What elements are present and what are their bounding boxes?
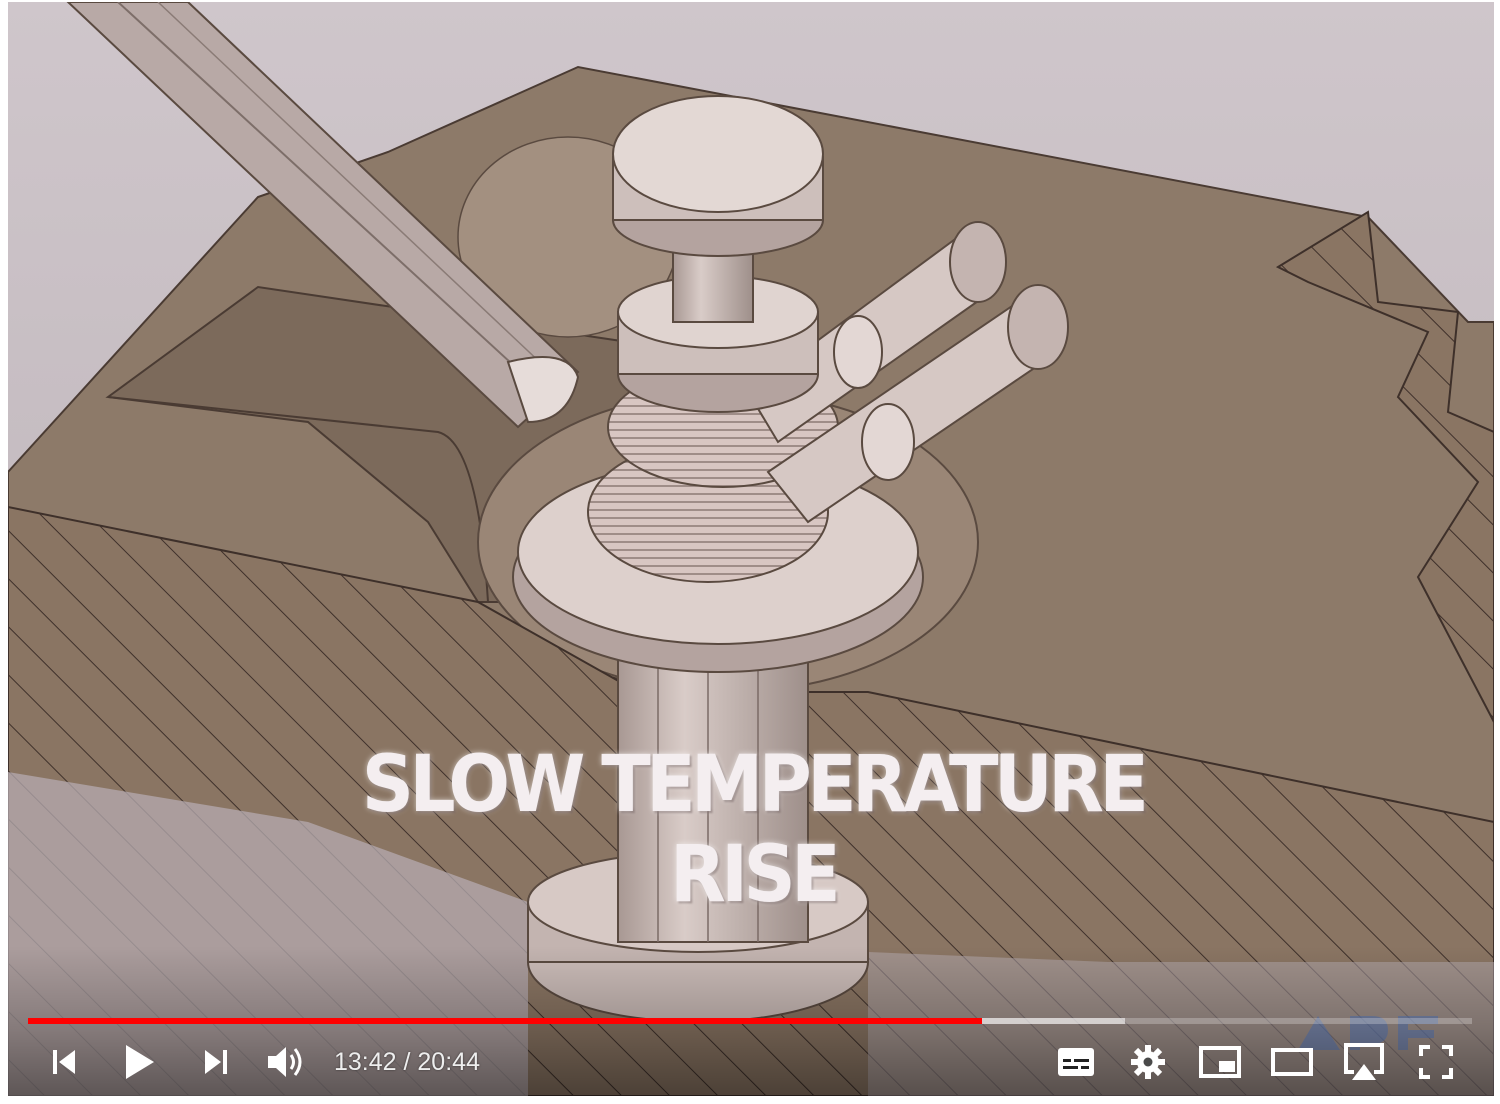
progress-bar[interactable] <box>28 1018 1472 1024</box>
video-player[interactable]: SLOW TEMPERATURE RISE <box>8 2 1494 1096</box>
skip-next-icon <box>205 1050 227 1074</box>
theater-mode-button[interactable] <box>1268 1032 1316 1092</box>
video-frame <box>8 2 1494 1096</box>
duration: 20:44 <box>417 1048 480 1076</box>
miniplayer-icon <box>1199 1046 1241 1078</box>
play-icon <box>126 1045 154 1079</box>
time-separator: / <box>396 1048 418 1076</box>
play-button[interactable] <box>116 1032 164 1092</box>
subtitles-icon <box>1058 1048 1094 1076</box>
previous-button[interactable] <box>44 1032 84 1092</box>
time-display: 13:42 / 20:44 <box>334 1032 480 1092</box>
channel-watermark-icon <box>1298 1016 1438 1050</box>
volume-icon <box>268 1047 302 1077</box>
skip-previous-icon <box>53 1050 75 1074</box>
fullscreen-button[interactable] <box>1414 1032 1458 1092</box>
theater-mode-icon <box>1271 1048 1313 1076</box>
airplay-icon <box>1344 1043 1384 1080</box>
progress-played <box>28 1018 983 1024</box>
next-button[interactable] <box>196 1032 236 1092</box>
settings-button[interactable] <box>1126 1032 1170 1092</box>
video-caption-text: SLOW TEMPERATURE RISE <box>361 740 1149 920</box>
player-controls: 13:42 / 20:44 <box>8 1032 1494 1092</box>
miniplayer-button[interactable] <box>1196 1032 1244 1092</box>
current-time: 13:42 <box>334 1048 397 1076</box>
fullscreen-icon <box>1419 1045 1453 1079</box>
airplay-button[interactable] <box>1340 1032 1388 1092</box>
volume-button[interactable] <box>262 1032 312 1092</box>
subtitles-button[interactable] <box>1054 1032 1098 1092</box>
gear-icon <box>1131 1045 1165 1079</box>
